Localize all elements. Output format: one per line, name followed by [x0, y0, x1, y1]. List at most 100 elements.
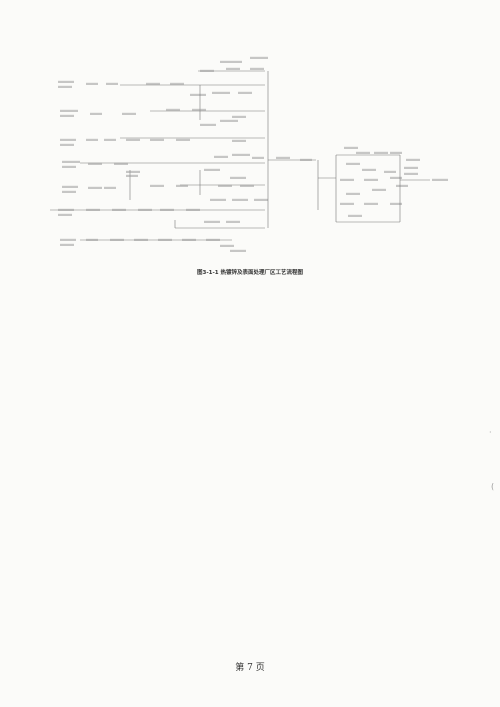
flow-node-label: [170, 82, 184, 85]
flow-node-label: [60, 238, 76, 241]
flow-node-label: [176, 138, 190, 141]
flow-node-label: [340, 178, 354, 181]
flow-node-label: [104, 138, 116, 141]
flow-node-label: [114, 162, 128, 165]
flow-node-label: [250, 67, 264, 70]
flow-node-label: [58, 80, 74, 83]
flow-node-label: [218, 184, 232, 187]
flow-node-label: [220, 119, 238, 122]
flow-node-label: [210, 198, 226, 201]
flow-node-label: [226, 67, 240, 70]
flow-node-label: [230, 176, 246, 179]
flow-node-label: [364, 202, 378, 205]
flow-node-label: [232, 139, 246, 142]
margin-bracket-mark: (: [491, 482, 495, 491]
flow-node-label: [192, 108, 206, 111]
flow-node-label: [62, 190, 76, 193]
flow-node-label: [106, 82, 118, 85]
flow-node-label: [126, 138, 140, 141]
flow-node-label: [160, 208, 174, 211]
flow-node-label: [176, 184, 188, 187]
flow-node-label: [346, 162, 360, 165]
flow-node-label: [146, 82, 160, 85]
flow-node-label: [58, 208, 74, 211]
flow-node-label: [254, 198, 268, 201]
flow-node-label: [90, 112, 102, 115]
flow-node-label: [204, 220, 220, 223]
flow-node-label: [86, 208, 100, 211]
flow-node-label: [232, 153, 250, 156]
flow-node-label: [214, 155, 228, 158]
flow-node-label: [158, 238, 172, 241]
flow-node-label: [230, 249, 246, 252]
flow-node-label: [220, 60, 242, 63]
flow-node-label: [58, 85, 72, 88]
flow-node-label: [240, 184, 254, 187]
flow-node-label: [252, 156, 264, 159]
flow-node-label: [226, 220, 240, 223]
flow-node-label: [86, 138, 98, 141]
flow-node-label: [62, 160, 80, 163]
flow-node-label: [344, 146, 358, 149]
flow-node-label: [406, 158, 420, 161]
flow-node-label: [232, 115, 246, 118]
flow-node-label: [166, 108, 180, 111]
flow-node-label: [60, 109, 78, 112]
flow-node-label: [60, 114, 74, 117]
flow-node-label: [390, 176, 402, 179]
flow-node-label: [126, 174, 138, 177]
flow-node-label: [60, 138, 76, 141]
flow-node-label: [212, 91, 230, 94]
flow-node-label: [126, 170, 140, 173]
margin-dot-mark: ·: [489, 428, 492, 437]
flow-node-label: [110, 238, 124, 241]
flow-node-label: [182, 238, 196, 241]
flow-node-label: [86, 82, 98, 85]
flow-node-label: [384, 170, 396, 173]
flow-node-label: [206, 238, 220, 241]
flow-node-label: [88, 186, 102, 189]
flow-node-label: [300, 158, 312, 161]
flow-node-label: [88, 162, 102, 165]
flow-node-label: [356, 151, 370, 154]
flow-node-label: [404, 166, 418, 169]
flow-node-label: [232, 198, 248, 201]
figure-caption: 图3-1-1 热镀锌及表面处理厂区工艺流程图: [197, 270, 303, 276]
flow-node-label: [62, 165, 76, 168]
flow-node-label: [134, 238, 148, 241]
flow-node-label: [362, 168, 376, 171]
flow-node-label: [404, 172, 418, 175]
flow-node-label: [250, 56, 268, 59]
flow-node-label: [390, 151, 402, 154]
flow-node-label: [374, 151, 388, 154]
flow-node-label: [276, 156, 290, 159]
flow-node-label: [390, 202, 402, 205]
flow-node-label: [348, 214, 362, 217]
flow-node-label: [220, 244, 234, 247]
flow-node-label: [186, 208, 200, 211]
flow-node-label: [200, 69, 214, 72]
flow-node-label: [204, 168, 220, 171]
flow-node-label: [432, 178, 448, 181]
flow-node-label: [200, 123, 216, 126]
flow-node-label: [346, 192, 360, 195]
flow-node-label: [340, 202, 354, 205]
flow-node-label: [138, 208, 152, 211]
flow-node-label: [86, 238, 98, 241]
flow-node-label: [396, 184, 408, 187]
flow-node-label: [372, 188, 386, 191]
flow-node-label: [150, 184, 164, 187]
flow-node-label: [364, 178, 378, 181]
flow-node-label: [122, 112, 136, 115]
flow-node-label: [112, 208, 126, 211]
flow-node-label: [104, 186, 116, 189]
flow-node-label: [150, 138, 164, 141]
flow-node-label: [62, 185, 78, 188]
page-number: 第 7 页: [235, 663, 265, 673]
flow-node-label: [60, 243, 74, 246]
flow-node-label: [58, 213, 72, 216]
flow-node-label: [238, 91, 252, 94]
flow-node-label: [60, 143, 74, 146]
